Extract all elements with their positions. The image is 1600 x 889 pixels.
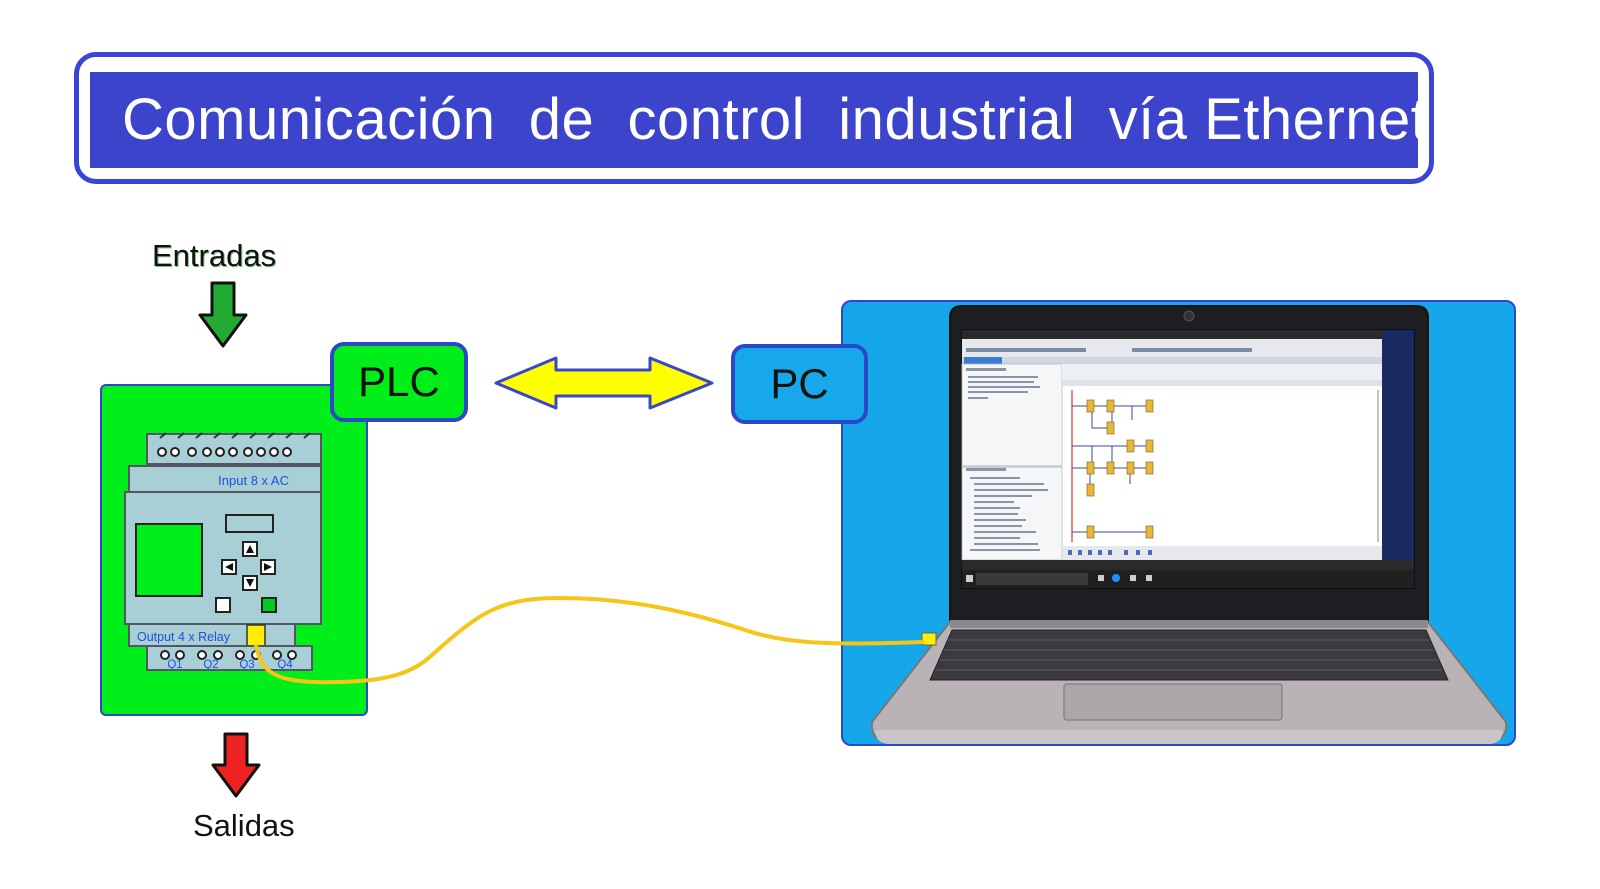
arrow-down-icon [211,732,261,798]
plc-output-label: Output 4 x Relay [137,630,231,644]
plc-terminal-q1: Q1 [167,659,182,671]
plc-terminal-q3: Q3 [239,659,254,671]
arrow-down-icon [198,281,248,348]
title-bar [90,72,1418,168]
diagram-title: Comunicación de control industrial vía E… [122,87,1428,152]
plc-tag: PLC [330,342,468,422]
pc-tag: PC [731,344,868,424]
outputs-label: Salidas [193,808,295,843]
ethernet-cable-icon [254,595,924,685]
plc-device-icon: Input 8 x AC Output 4 x Relay Q1 Q2 Q3 Q… [124,432,322,671]
double-arrow-icon [494,356,714,410]
plc-terminal-q2: Q2 [203,659,218,671]
plc-terminal-q4: Q4 [277,659,293,671]
inputs-label: Entradas [152,238,277,273]
plc-input-label: Input 8 x AC [218,473,289,488]
laptop-icon [870,305,1508,744]
